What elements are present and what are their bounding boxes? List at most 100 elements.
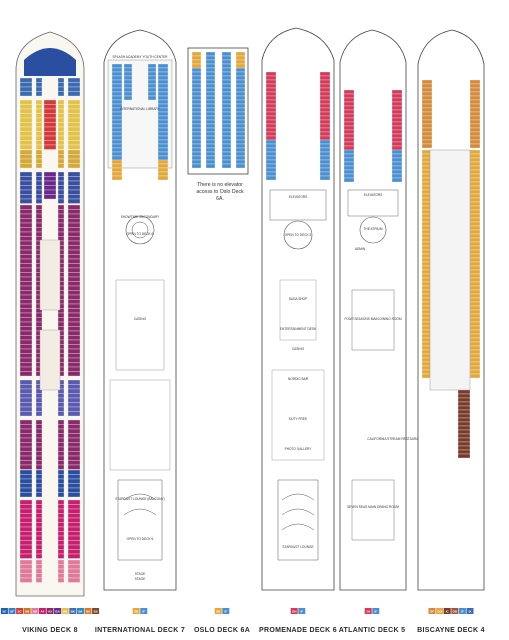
cabin-oslo xyxy=(191,135,202,141)
cabin-oslo xyxy=(221,111,232,117)
cabin-center-suite xyxy=(43,140,57,146)
cabin-port xyxy=(111,143,123,149)
cabin-inner-port xyxy=(35,564,43,570)
cabin-starboard-oo xyxy=(469,241,481,247)
cabin-outer-starboard xyxy=(67,474,81,480)
cabin-inner-port xyxy=(35,163,43,169)
cabin-port xyxy=(111,147,123,153)
key-swatch xyxy=(298,608,306,614)
cabin-port xyxy=(343,97,355,103)
cabin-starboard-oo xyxy=(469,273,481,279)
cabin-oslo xyxy=(221,75,232,81)
cabin-starboard xyxy=(157,155,169,161)
cabin-oslo xyxy=(191,155,202,161)
cabin-starboard-if xyxy=(319,151,331,157)
cabin-center xyxy=(43,176,57,182)
cabin-starboard-oo xyxy=(469,317,481,323)
cabin-ic xyxy=(457,429,471,435)
cabin-inner-port xyxy=(35,568,43,574)
cabin-oslo xyxy=(221,91,232,97)
cabin-port xyxy=(111,139,123,145)
cabin-starboard-oo xyxy=(469,209,481,215)
key-swatch xyxy=(0,608,8,614)
cabin-oslo xyxy=(235,127,246,133)
cabin-outer-port xyxy=(19,379,33,385)
cabin-starboard xyxy=(319,79,331,85)
cabin-outer-starboard xyxy=(67,371,81,377)
cabin-starboard-if xyxy=(319,139,331,145)
cabin-starboard-oo xyxy=(469,217,481,223)
cabin-starboard xyxy=(469,103,481,109)
cabin-oslo xyxy=(235,103,246,109)
room-label: SPLASH ACADEMY YOUTH CENTER xyxy=(113,55,169,59)
cabin-oslo xyxy=(235,159,246,165)
cabin-starboard xyxy=(391,125,403,131)
cabin-center-suite xyxy=(43,108,57,114)
cabin-starboard-oo xyxy=(469,249,481,255)
cabin-starboard-oo xyxy=(469,305,481,311)
cabin-outer-port xyxy=(19,176,33,182)
cabin-starboard-ob xyxy=(157,171,169,177)
room-label: STARDUST LOUNGE (BALCONY) xyxy=(115,497,164,501)
cabin-port xyxy=(265,99,277,105)
key-swatch xyxy=(451,608,459,614)
cabin-outer-port xyxy=(19,198,33,204)
room-label: ELEVATORS xyxy=(364,193,383,197)
cabin-starboard xyxy=(157,139,169,145)
cabin-inner-port xyxy=(35,446,43,452)
cabin-oslo xyxy=(191,103,202,109)
cabin-oslo xyxy=(235,151,246,157)
key-swatch xyxy=(372,608,380,614)
cabin-port xyxy=(343,129,355,135)
cabin-outer-port xyxy=(19,384,33,390)
cabin-oslo-ob xyxy=(235,55,246,61)
cabin-outer-starboard xyxy=(67,464,81,470)
cabin-starboard-ob xyxy=(157,167,169,173)
cabin-outer-starboard xyxy=(67,419,81,425)
cabin-port xyxy=(111,115,123,121)
cabin-port-if xyxy=(265,139,277,145)
cabin-starboard-oo xyxy=(469,361,481,367)
cabin-starboard xyxy=(469,83,481,89)
cabin-oslo xyxy=(191,143,202,149)
cabin-outer-port xyxy=(19,189,33,195)
cabin-starboard-oo xyxy=(469,193,481,199)
room-label: STAGE xyxy=(135,572,146,576)
cabin-oslo xyxy=(191,115,202,121)
key-swatch xyxy=(428,608,436,614)
atrium-circle-atlantic xyxy=(359,216,387,244)
cabin-inner-port xyxy=(35,549,43,555)
cabin-outer-starboard xyxy=(67,113,81,119)
cabin-port xyxy=(265,123,277,129)
cabin-oslo xyxy=(205,83,216,89)
cabin-outer-port xyxy=(19,122,33,128)
cabin-oslo xyxy=(221,127,232,133)
cabin-outer-starboard xyxy=(67,406,81,412)
hull-outline-promenade xyxy=(261,27,335,591)
cabin-starboard xyxy=(469,115,481,121)
cabin-ic xyxy=(457,437,471,443)
cabin-oslo xyxy=(221,87,232,93)
key-code: B9 xyxy=(94,610,98,614)
cabin-inner-port xyxy=(35,180,43,186)
cabin-inner-port xyxy=(35,213,43,219)
cabin-center-suite xyxy=(43,126,57,132)
cabin-outer-starboard xyxy=(67,393,81,399)
cabin-inner-port xyxy=(35,460,43,466)
cabin-oslo xyxy=(191,71,202,77)
cabin-inner-starboard xyxy=(57,99,65,105)
cabin-center-suite xyxy=(43,113,57,119)
cabin-starboard xyxy=(469,107,481,113)
cabin-outer-starboard xyxy=(67,384,81,390)
cabin-inner-port xyxy=(35,176,43,182)
cabin-inner-starboard xyxy=(57,451,65,457)
cabin-outer-starboard xyxy=(67,209,81,215)
cabin-starboard-oo xyxy=(469,345,481,351)
cabin-inner-port xyxy=(35,451,43,457)
cabin-outer-starboard xyxy=(67,522,81,528)
cabin-outer-port xyxy=(19,267,33,273)
cabin-starboard-oo xyxy=(469,161,481,167)
